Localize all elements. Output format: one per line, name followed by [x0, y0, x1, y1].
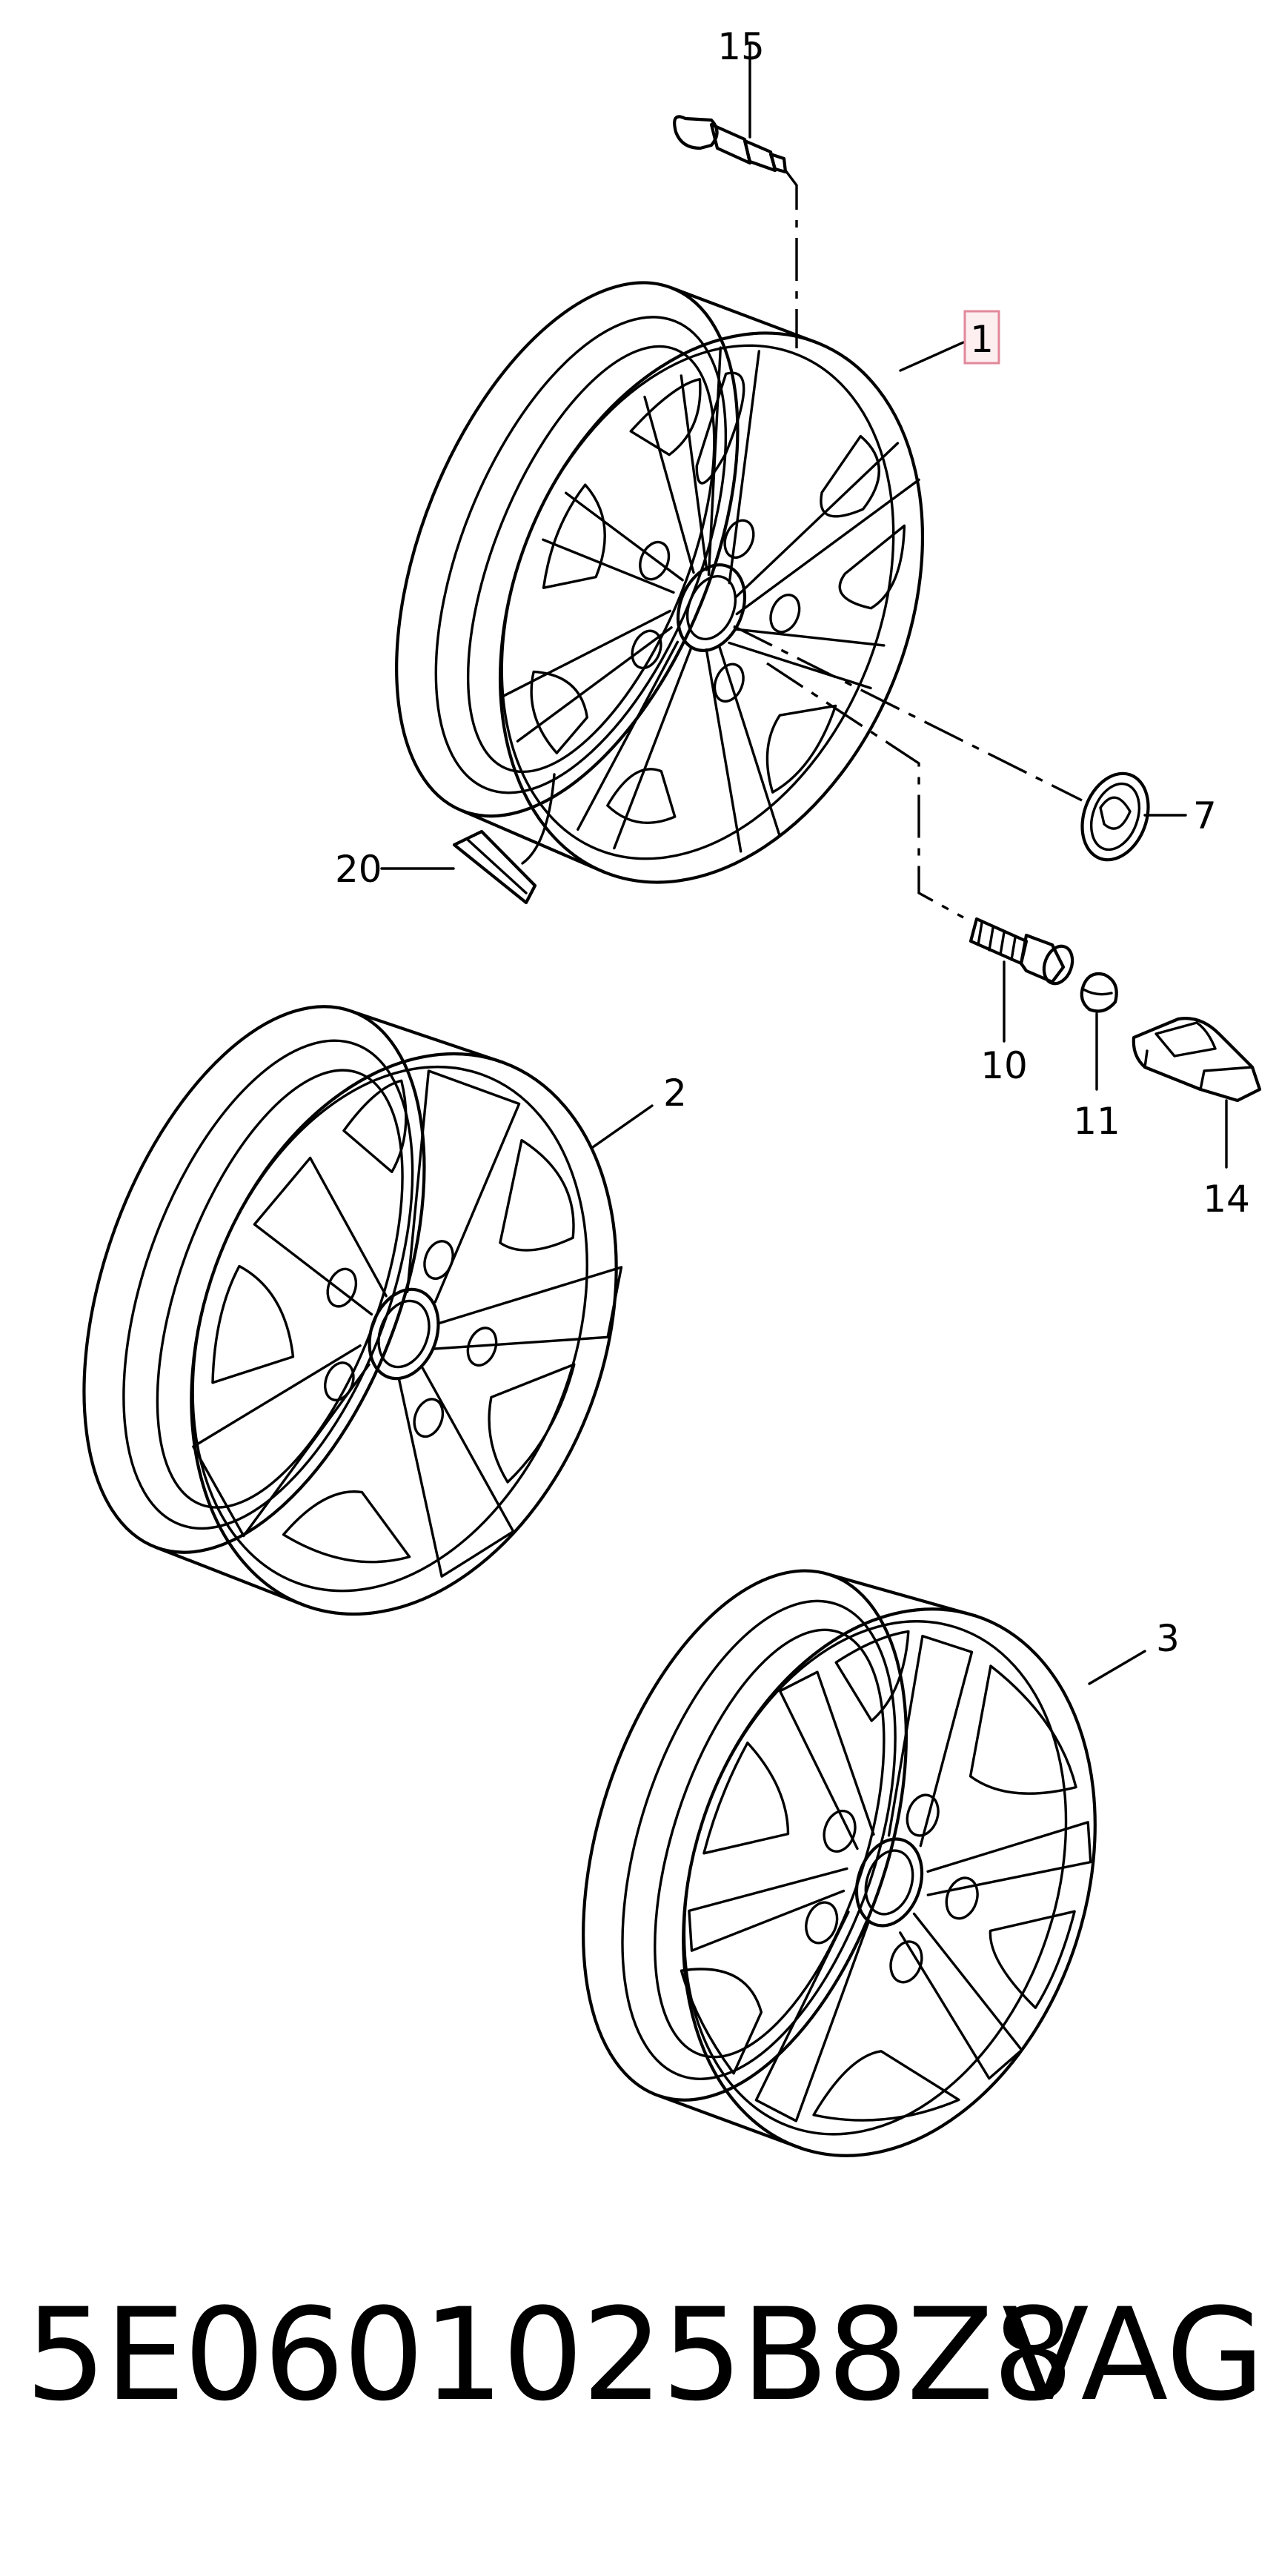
- leader-line-1: [899, 341, 965, 372]
- leader-line-2: [591, 1104, 654, 1149]
- callout-11: 11: [1073, 1100, 1120, 1143]
- callout-14: 14: [1203, 1178, 1250, 1221]
- wheel-bolt: [969, 917, 1074, 1043]
- callout-10: 10: [980, 1044, 1028, 1087]
- part-number: 5E0601025B8Z8: [25, 2280, 1074, 2429]
- callout-1: 1: [970, 318, 994, 361]
- brand-name: VAG: [1002, 2280, 1265, 2429]
- valve-stem: [673, 43, 788, 174]
- leader-line-3: [1088, 1650, 1146, 1685]
- wheel-3-illustration: [582, 1569, 1097, 2157]
- callout-2: 2: [663, 1072, 687, 1115]
- cap-removal-tool: [1132, 1017, 1262, 1169]
- callout-7: 7: [1193, 794, 1217, 837]
- wheel-2-illustration: [82, 1005, 623, 1616]
- center-cap-guide-line: [733, 625, 1083, 802]
- bolt-guide-line: [766, 662, 964, 919]
- callout-20: 20: [335, 848, 382, 891]
- wheel-1-illustration: [395, 281, 925, 884]
- center-cap: [1080, 771, 1187, 862]
- callout-15: 15: [717, 25, 765, 68]
- valve-stem-guide-line: [784, 169, 798, 348]
- callout-1-highlight: [963, 310, 1000, 365]
- balancing-weight: [380, 773, 556, 905]
- callout-3: 3: [1156, 1617, 1180, 1660]
- bolt-cap: [1080, 972, 1118, 1091]
